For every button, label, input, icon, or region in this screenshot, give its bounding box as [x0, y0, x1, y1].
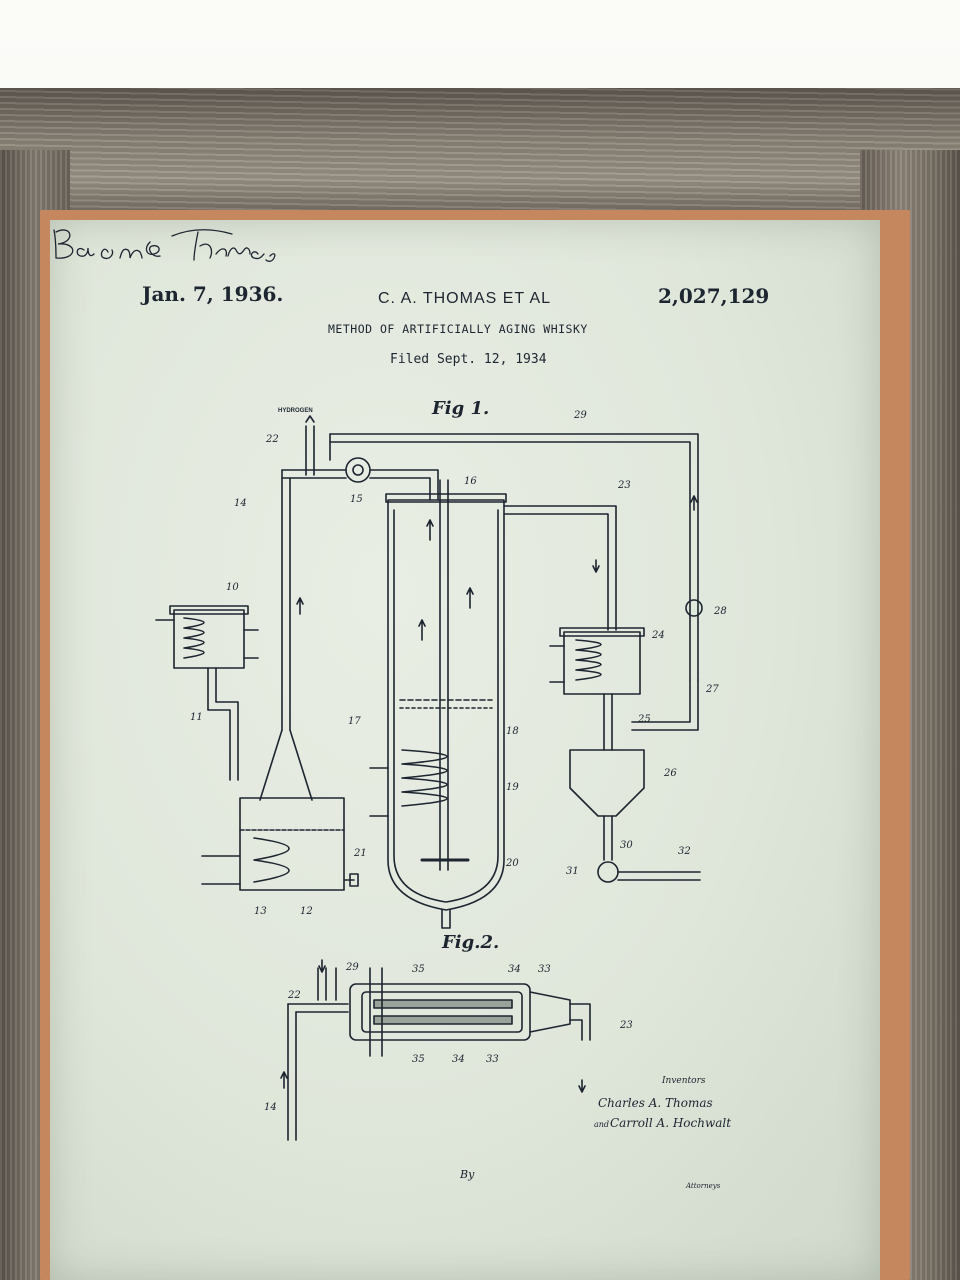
label-28: 28: [713, 606, 727, 617]
label-14: 14: [234, 498, 247, 509]
inventors-and: and: [594, 1120, 610, 1129]
attorneys-label: Attorneys: [686, 1182, 721, 1190]
attorney-signature: [53, 229, 276, 262]
patent-date: Jan. 7, 1936.: [142, 282, 284, 306]
figure-2-caption: Fig.2.: [442, 932, 500, 953]
label-fig2-35-bottom: 35: [412, 1054, 425, 1065]
label-13: 13: [254, 906, 267, 917]
frame-top-rail: [0, 88, 960, 218]
label-fig2-14: 14: [264, 1102, 277, 1113]
label-12: 12: [300, 906, 313, 917]
label-10: 10: [226, 582, 239, 593]
label-21: 21: [353, 848, 367, 859]
label-fig2-34-top: 34: [508, 964, 521, 975]
patent-filed-date: Filed Sept. 12, 1934: [390, 352, 547, 367]
patent-inventor-header: C. A. THOMAS ET AL: [378, 290, 552, 307]
label-18: 18: [506, 726, 519, 737]
label-fig2-33-bottom: 33: [486, 1054, 499, 1065]
label-23: 23: [617, 480, 631, 491]
label-29: 29: [573, 410, 587, 421]
inventors-heading: Inventors: [662, 1076, 706, 1086]
label-fig2-35-top: 35: [412, 964, 425, 975]
label-hydrogen: HYDROGEN: [278, 408, 313, 414]
label-32: 32: [678, 846, 691, 857]
figure-2-drawing: [280, 959, 591, 1141]
label-fig2-34-bottom: 34: [452, 1054, 465, 1065]
label-fig2-29: 29: [345, 962, 359, 973]
label-24: 24: [651, 630, 665, 641]
figure-1-drawing: [155, 415, 703, 929]
label-fig2-33-top: 33: [538, 964, 551, 975]
inventor-2: Carroll A. Hochwalt: [610, 1116, 732, 1130]
inventor-1: Charles A. Thomas: [598, 1096, 713, 1110]
label-26: 26: [663, 768, 677, 779]
patent-title: METHOD OF ARTIFICIALLY AGING WHISKY: [328, 322, 588, 336]
patent-drawing: HYDROGEN 22 29 14 15 16 23 10 28 24 11 2…: [155, 408, 727, 1141]
patent-number: 2,027,129: [658, 284, 770, 308]
label-30: 30: [620, 840, 633, 851]
label-22: 22: [265, 434, 279, 445]
label-fig2-22: 22: [287, 990, 301, 1001]
label-17: 17: [348, 716, 361, 727]
figure-1-caption: Fig 1.: [432, 398, 490, 419]
label-20: 20: [505, 858, 519, 869]
label-31: 31: [566, 866, 579, 877]
label-27: 27: [705, 684, 719, 695]
label-15: 15: [350, 494, 363, 505]
label-16: 16: [464, 476, 477, 487]
patent-print: Jan. 7, 1936. C. A. THOMAS ET AL 2,027,1…: [50, 220, 880, 1280]
label-fig2-23: 23: [619, 1020, 633, 1031]
label-25: 25: [637, 714, 651, 725]
label-11: 11: [190, 712, 203, 723]
label-19: 19: [506, 782, 519, 793]
by-label: By: [460, 1168, 475, 1181]
